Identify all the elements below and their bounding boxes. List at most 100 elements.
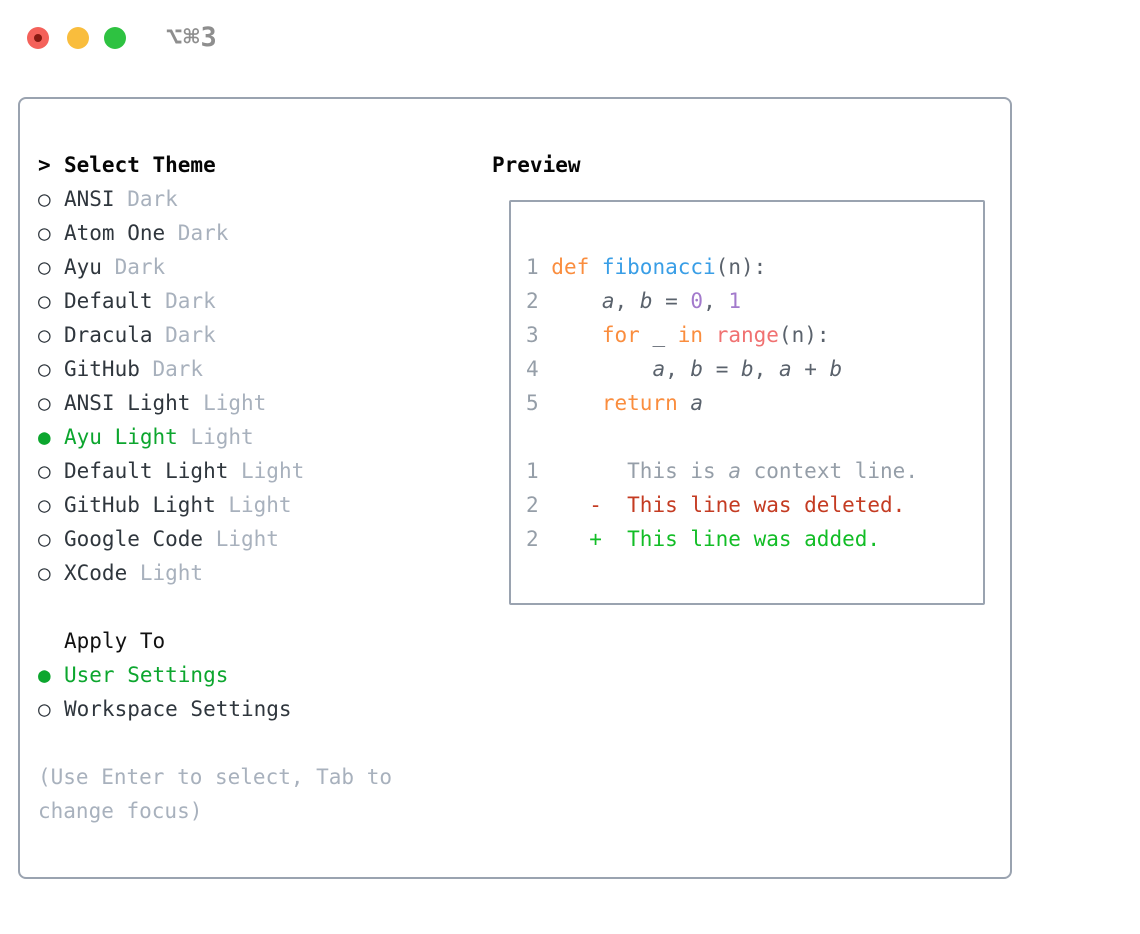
theme-name: Default <box>64 289 153 313</box>
theme-option-github-light[interactable]: ○ GitHub Light Light <box>38 488 478 522</box>
plain-token: _ <box>639 323 678 347</box>
cursor-prefix-icon: > <box>38 153 51 177</box>
line-number: 1 <box>526 459 539 483</box>
indent-token <box>551 357 652 381</box>
radio-icon: ○ <box>38 391 51 415</box>
theme-variant: Dark <box>177 221 229 245</box>
theme-variant: Dark <box>165 323 216 347</box>
number-token: 0 <box>690 289 704 313</box>
plain-token <box>678 391 691 415</box>
theme-variant: Light <box>241 459 305 483</box>
diff-context-line: 1 This is a context line. <box>526 454 983 488</box>
apply-to-header-label: Apply To <box>64 629 166 653</box>
keyword-token: for <box>601 323 640 347</box>
variable-token: b <box>741 357 754 381</box>
plain-token: , <box>614 289 640 313</box>
theme-variant: Dark <box>114 255 166 279</box>
number-token: 1 <box>728 289 742 313</box>
line-number: 3 <box>526 323 539 347</box>
theme-variant: Light <box>215 527 279 551</box>
code-line-5: 5 return a <box>526 386 983 420</box>
line-number: 2 <box>526 493 539 517</box>
theme-option-default-light[interactable]: ○ Default Light Light <box>38 454 478 488</box>
variable-token: a <box>690 391 704 415</box>
function-name-token: fibonacci <box>601 255 716 279</box>
line-number: 1 <box>526 255 539 279</box>
radio-icon: ○ <box>38 187 51 211</box>
radio-icon: ○ <box>38 289 51 313</box>
context-variable-token: a <box>728 459 741 483</box>
theme-name: XCode <box>64 561 128 585</box>
code-line-1: 1 def fibonacci(n): <box>526 250 983 284</box>
apply-option-label: Workspace Settings <box>64 697 292 721</box>
plain-token: , <box>703 289 729 313</box>
code-line-3: 3 for _ in range(n): <box>526 318 983 352</box>
close-dot-icon <box>34 34 42 42</box>
theme-option-dracula-dark[interactable]: ○ Dracula Dark <box>38 318 478 352</box>
plain-token: + <box>791 357 830 381</box>
diff-deleted-line: 2 - This line was deleted. <box>526 488 983 522</box>
plain-token: , <box>753 357 779 381</box>
line-number: 2 <box>526 289 539 313</box>
plain-token: , <box>665 357 691 381</box>
keyword-token: in <box>677 323 704 347</box>
plain-token: = <box>652 289 691 313</box>
minimize-button-icon[interactable] <box>67 27 89 49</box>
window-title: ⌥⌘3 <box>166 22 218 53</box>
variable-token: a <box>652 357 666 381</box>
theme-name: GitHub Light <box>64 493 216 517</box>
context-text: This is <box>551 459 729 483</box>
radio-icon: ○ <box>38 561 51 585</box>
radio-icon: ○ <box>38 459 51 483</box>
theme-variant: Light <box>190 425 254 449</box>
plain-token: (n): <box>778 323 830 347</box>
apply-option-label: User Settings <box>64 663 229 687</box>
theme-name: Ayu <box>64 255 102 279</box>
preview-header: Preview <box>492 153 581 177</box>
plain-token: (n): <box>715 255 767 279</box>
keyword-token: def <box>551 255 602 279</box>
radio-icon: ○ <box>38 323 51 347</box>
theme-variant: Dark <box>152 357 204 381</box>
apply-option-workspace-settings[interactable]: ○ Workspace Settings <box>38 692 478 726</box>
theme-option-ayu-dark[interactable]: ○ Ayu Dark <box>38 250 478 284</box>
theme-variant: Light <box>228 493 292 517</box>
indent-token <box>551 323 602 347</box>
line-number: 5 <box>526 391 539 415</box>
theme-name: Google Code <box>64 527 204 551</box>
theme-name: Ayu Light <box>64 425 178 449</box>
theme-name: Default Light <box>64 459 229 483</box>
select-theme-header-label: Select Theme <box>64 153 216 177</box>
variable-token: a <box>778 357 792 381</box>
radio-icon: ○ <box>38 697 51 721</box>
help-text: (Use Enter to select, Tab to change focu… <box>38 765 393 823</box>
variable-token: b <box>829 357 843 381</box>
deleted-text: - This line was deleted. <box>551 493 906 517</box>
blank-line <box>526 420 983 454</box>
theme-name: ANSI Light <box>64 391 191 415</box>
radio-icon: ○ <box>38 255 51 279</box>
diff-added-line: 2 + This line was added. <box>526 522 983 556</box>
zoom-button-icon[interactable] <box>104 27 126 49</box>
theme-option-ayu-light[interactable]: ● Ayu Light Light <box>38 420 478 454</box>
radio-selected-icon: ● <box>38 425 51 449</box>
variable-token: b <box>690 357 704 381</box>
theme-name: ANSI <box>64 187 115 211</box>
radio-icon: ○ <box>38 493 51 517</box>
close-button-icon[interactable] <box>27 27 49 49</box>
radio-icon: ○ <box>38 221 51 245</box>
theme-name: Dracula <box>64 323 153 347</box>
apply-option-user-settings[interactable]: ●User Settings <box>38 658 478 692</box>
indent-token <box>551 391 602 415</box>
